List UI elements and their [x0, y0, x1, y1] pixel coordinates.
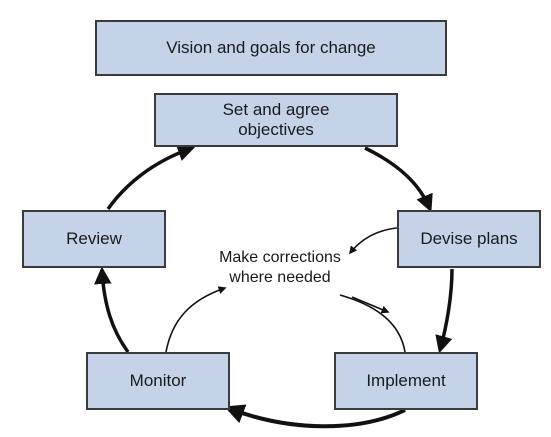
corrections-note: Make corrections where needed — [219, 249, 341, 286]
arrow-devise-to-implement — [435, 268, 454, 354]
vision-goals-label: Vision and goals for change — [166, 38, 376, 57]
review-label: Review — [66, 229, 122, 248]
arrow-corrections-head-implement — [351, 296, 390, 314]
set-agree-objectives-label: Set and agree objectives — [222, 100, 330, 139]
arrow-review-to-setagree — [106, 144, 196, 211]
devise-plans-label: Devise plans — [420, 229, 518, 248]
review-box: Review — [22, 210, 166, 268]
vision-goals-box: Vision and goals for change — [95, 20, 447, 76]
arrow-setagree-to-devise — [364, 146, 433, 213]
arrow-corrections-to-implement — [339, 294, 406, 353]
arrow-monitor-to-review — [94, 266, 130, 354]
implement-label: Implement — [366, 371, 446, 390]
implement-box: Implement — [334, 352, 478, 410]
devise-plans-box: Devise plans — [397, 210, 541, 268]
monitor-box: Monitor — [86, 352, 230, 410]
arrow-devise-to-corrections — [349, 227, 398, 255]
monitor-label: Monitor — [129, 371, 187, 390]
arrow-implement-to-monitor — [224, 404, 406, 429]
set-agree-objectives-box: Set and agree objectives — [154, 93, 398, 147]
arrow-monitor-to-corrections — [165, 286, 227, 353]
